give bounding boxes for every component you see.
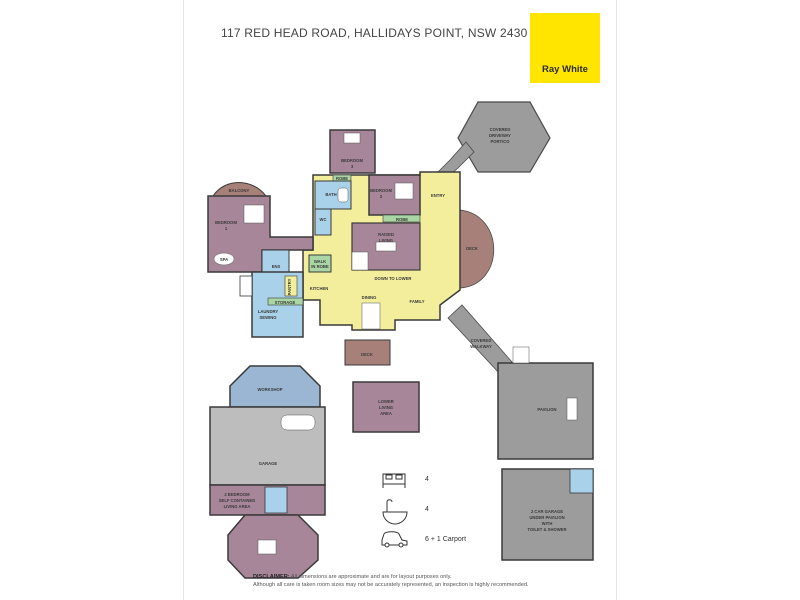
walkway-label: COVERED: [471, 338, 492, 343]
disclaimer: DISCLAIMER: All dimensions are approxima…: [253, 573, 613, 589]
deck-bottom-label: DECK: [361, 352, 373, 357]
raised-living-sofa: [375, 241, 397, 252]
kitchen-label: KITCHEN: [310, 286, 329, 291]
self-contained-bath: [264, 486, 288, 514]
garage-car: [280, 414, 316, 431]
garage-label: GARAGE: [259, 461, 278, 466]
dining-table: [361, 302, 381, 330]
disclaimer-line2: Although all care is taken room sizes ma…: [253, 582, 529, 588]
car-icon: [381, 531, 408, 548]
bedroom1-room: [207, 195, 314, 273]
pavilion-steps: [512, 346, 530, 364]
bedroom3-room: [329, 129, 376, 174]
spa-label: SPA: [220, 257, 228, 262]
raised-living-label-2: LIVING: [379, 238, 393, 243]
walkway-area: [447, 304, 513, 375]
balcony-label: BALCONY: [229, 188, 250, 193]
lower-bedroom-bed: [257, 539, 277, 555]
walkway-label-2: WALKWAY: [470, 344, 492, 349]
robe-mid: [382, 214, 421, 223]
bathroom-count: 4: [425, 506, 429, 513]
bedroom1-label: BEDROOM: [215, 220, 237, 225]
down-to-lower-label: DOWN TO LOWER: [375, 276, 412, 281]
robe-mid-label: ROBE: [396, 217, 408, 222]
disclaimer-title: DISCLAIMER:: [253, 574, 290, 580]
property-address: 117 RED HEAD ROAD, HALLIDAYS POINT, NSW …: [221, 26, 528, 40]
sewing-label: SEWING: [260, 315, 277, 320]
bedroom1-number: 1: [225, 226, 228, 231]
pantry-label: PANTRY: [287, 278, 292, 295]
lower-living-room: [352, 381, 420, 433]
pavilion-label: PAVILION: [537, 407, 556, 412]
bedroom3-label: BEDROOM: [341, 158, 363, 163]
wc-room: [314, 208, 332, 236]
bedroom3-number: 3: [351, 164, 354, 169]
ray-white-logo[interactable]: Ray White: [530, 13, 600, 83]
laundry-label: LAUNDRY: [258, 309, 279, 314]
workshop-label: WORKSHOP: [257, 387, 282, 392]
bath-tub: [337, 187, 349, 203]
walk-in-robe-room: [308, 254, 332, 273]
bedroom1-bed: [243, 204, 265, 224]
car-garage-toilet: [569, 468, 594, 494]
portico-label-3: PORTICO: [490, 139, 510, 144]
raised-living-label: RAISED: [378, 232, 394, 237]
disclaimer-line1: All dimensions are approximate and are f…: [290, 574, 452, 580]
dining-label: DINING: [362, 295, 377, 300]
deck-right-label: DECK: [466, 246, 478, 251]
portico-label: COVERED: [490, 127, 511, 132]
pantry-room: [284, 275, 298, 297]
self-contained-label-2: SELF CONTAINED: [219, 498, 255, 503]
parking-count: 6 + 1 Carport: [425, 536, 467, 543]
spa-tub: [213, 252, 235, 266]
ens-label: ENS: [272, 264, 281, 269]
bedroom2-label: BEDROOM: [370, 188, 392, 193]
lower-living-label: LOWER: [378, 399, 394, 404]
car-garage-label: 2 CAR GARAGE: [531, 509, 563, 514]
bedroom2-number: 2: [380, 194, 383, 199]
brand-name: Ray White: [542, 64, 588, 75]
wc-label: WC: [320, 217, 327, 222]
walk-in-robe-label: WALK: [314, 259, 326, 264]
storage-room: [267, 297, 304, 306]
walk-in-robe-label-2: IN ROBE: [311, 264, 329, 269]
portico-area: [457, 101, 551, 173]
pavilion-table: [566, 397, 578, 421]
bath-label: BATH: [325, 192, 336, 197]
laundry-step: [239, 275, 253, 297]
lower-living-label-3: AREA: [380, 411, 392, 416]
bath-icon: [382, 499, 408, 525]
bedroom2-bed: [394, 182, 414, 200]
lower-living-label-2: LIVING: [379, 405, 393, 410]
self-contained-label: 2 BEDROOM: [224, 492, 250, 497]
bed-icon: [382, 473, 406, 488]
car-garage-label-3: WITH: [542, 521, 553, 526]
deck-bottom-area: [344, 339, 391, 366]
storage-label: STORAGE: [275, 300, 296, 305]
bedroom3-bed: [343, 132, 361, 144]
entry-label: ENTRY: [431, 193, 445, 198]
deck-right-area: [459, 209, 494, 289]
stairs: [351, 251, 369, 271]
car-garage-label-2: UNDER PAVILION: [529, 515, 564, 520]
self-contained-label-3: LIVING AREA: [224, 504, 251, 509]
bedroom-count: 4: [425, 476, 429, 483]
portico-label-2: DRIVEWAY: [489, 133, 511, 138]
family-label: FAMILY: [410, 299, 425, 304]
car-garage-label-4: TOILET & SHOWER: [527, 527, 566, 532]
robe-top-label: ROBE: [336, 176, 348, 181]
